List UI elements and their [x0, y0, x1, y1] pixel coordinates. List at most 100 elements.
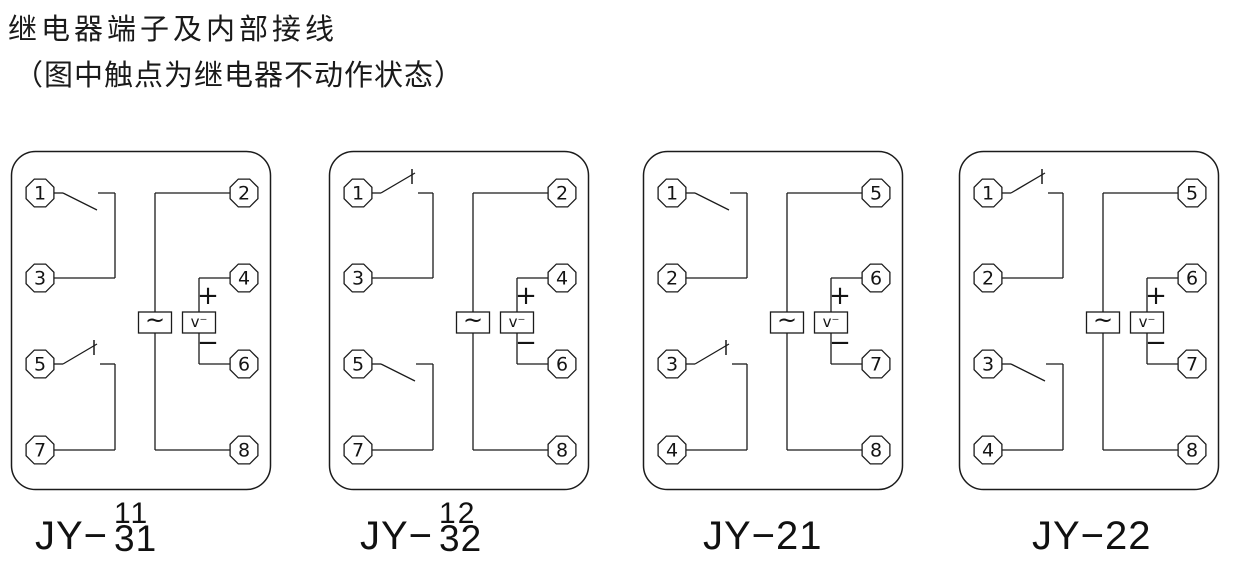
terminal-number: 5 [1186, 183, 1198, 205]
terminal-ring [861, 178, 891, 208]
dc-coil-box [1129, 311, 1165, 334]
page-subtitle: （图中触点为继电器不动作状态） [14, 60, 465, 92]
ac-coil-box [137, 311, 173, 334]
terminal-number: 5 [352, 354, 364, 376]
contact-closed [372, 169, 434, 279]
terminal-number: 4 [238, 268, 250, 290]
terminal-number: 3 [352, 268, 364, 290]
terminal-3: 3 [343, 263, 373, 293]
dc-coil-box [181, 311, 217, 334]
dc-coil-branch: v⁻ + − [499, 277, 548, 365]
terminal-number: 6 [238, 354, 250, 376]
terminal-number: 1 [34, 183, 46, 205]
terminal-5: 5 [861, 178, 891, 208]
terminal-8: 8 [1177, 435, 1207, 465]
terminal-number: 1 [352, 183, 364, 205]
terminal-number: 6 [556, 354, 568, 376]
dc-coil-branch: v⁻+− [181, 277, 230, 365]
terminal-number: 4 [982, 440, 994, 462]
terminal-6: 6 [1177, 263, 1207, 293]
terminal-ring [973, 435, 1003, 465]
ac-coil-branch: ~ [137, 192, 230, 451]
terminal-5: 5 [343, 349, 373, 379]
ac-coil-branch: ~ [1085, 192, 1178, 451]
terminal-3: 3 [25, 263, 55, 293]
terminal-1: 1 [343, 178, 373, 208]
page-title: 继电器端子及内部接线 [8, 14, 339, 46]
terminal-ring [973, 349, 1003, 379]
model-variant-bottom: 31 [114, 518, 158, 559]
terminal-number: 3 [666, 354, 678, 376]
terminal-3: 3 [973, 349, 1003, 379]
terminal-6: 6 [861, 263, 891, 293]
terminal-2: 2 [229, 178, 259, 208]
terminal-ring [343, 263, 373, 293]
terminal-ring [25, 178, 55, 208]
terminal-7: 7 [343, 435, 373, 465]
terminal-5: 5 [25, 349, 55, 379]
terminal-ring [343, 435, 373, 465]
terminal-ring [547, 349, 577, 379]
contact-closed [686, 340, 748, 451]
terminal-ring [657, 349, 687, 379]
terminal-number: 1 [666, 183, 678, 205]
model-prefix: JY−21 [703, 514, 823, 558]
model-label-jy-22: JY−22 [1032, 514, 1152, 558]
model-variant-top: 11 [114, 497, 150, 530]
terminal-number: 3 [34, 268, 46, 290]
dc-symbol: v⁻ [191, 313, 208, 331]
ac-symbol: ~ [777, 306, 797, 334]
terminal-ring [861, 435, 891, 465]
polarity-plus: + [515, 281, 537, 311]
polarity-minus: − [1145, 328, 1167, 358]
model-prefix: JY−22 [1032, 514, 1152, 558]
model-variant-top: 12 [439, 497, 477, 530]
polarity-minus: − [829, 328, 851, 358]
terminal-ring [1177, 178, 1207, 208]
dc-symbol: v⁻ [509, 313, 526, 331]
terminal-number: 8 [556, 440, 568, 462]
terminal-number: 7 [1186, 354, 1198, 376]
terminal-7: 7 [25, 435, 55, 465]
terminal-6: 6 [547, 349, 577, 379]
ac-symbol: ~ [145, 306, 165, 334]
terminal-4: 4 [973, 435, 1003, 465]
terminal-number: 4 [556, 268, 568, 290]
terminal-ring [1177, 349, 1207, 379]
terminal-ring [229, 263, 259, 293]
terminal-number: 7 [34, 440, 46, 462]
terminal-7: 7 [861, 349, 891, 379]
terminal-number: 3 [982, 354, 994, 376]
relay-outline [958, 150, 1220, 491]
terminal-ring [547, 178, 577, 208]
terminal-number: 7 [870, 354, 882, 376]
terminal-2: 2 [973, 263, 1003, 293]
model-label-jy-21: JY−21 [703, 514, 823, 558]
terminal-ring [657, 435, 687, 465]
model-prefix: JY− [35, 514, 109, 558]
dc-coil-box [499, 311, 535, 334]
terminal-1: 1 [25, 178, 55, 208]
terminal-number: 8 [870, 440, 882, 462]
terminal-number: 6 [1186, 268, 1198, 290]
polarity-minus: − [515, 328, 537, 358]
model-variant-stack: 11 31 [114, 497, 158, 559]
terminal-ring [973, 178, 1003, 208]
contact-closed [1002, 169, 1064, 279]
polarity-plus: + [829, 281, 851, 311]
relay-outline [642, 150, 904, 491]
contact-open [1002, 363, 1064, 451]
relay-outline [10, 150, 272, 491]
dc-coil-branch: v⁻+− [1129, 277, 1178, 365]
terminal-ring [861, 349, 891, 379]
ac-symbol: ~ [1093, 306, 1113, 334]
terminal-number: 6 [870, 268, 882, 290]
terminal-number: 8 [1186, 440, 1198, 462]
polarity-minus: − [197, 328, 219, 358]
terminal-ring [973, 263, 1003, 293]
